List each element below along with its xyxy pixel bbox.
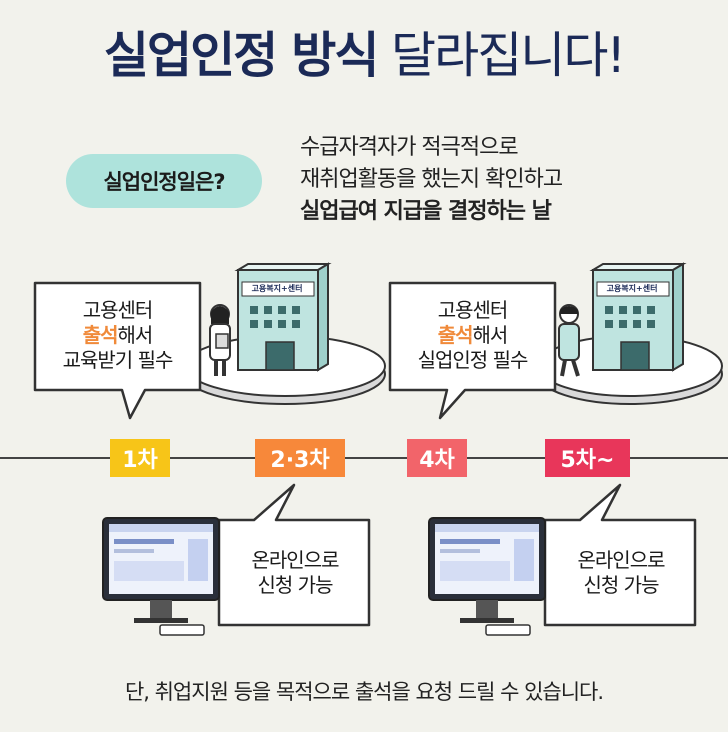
fourth-visit-rest: 해서 <box>472 323 509 347</box>
fourth-visit-line-3: 실업인정 필수 <box>417 348 529 372</box>
definition-line-3: 실업급여 지급을 결정하는 날 <box>300 199 552 224</box>
computer-monitor-left <box>102 517 220 636</box>
definition-line-1: 수급자격자가 적극적으로 <box>300 135 519 160</box>
online-a-line-2: 신청 가능 <box>257 573 334 597</box>
online-b-line-1: 온라인으로 <box>577 548 666 572</box>
online-b-line-2: 신청 가능 <box>583 573 660 597</box>
definition-text: 수급자격자가 적극적으로 재취업활동을 했는지 확인하고 실업급여 지급을 결정… <box>300 132 563 228</box>
online-text-b: 온라인으로 신청 가능 <box>546 548 696 598</box>
title-bold: 실업인정 방식 <box>103 27 380 84</box>
title-light: 달라집니다! <box>391 27 626 84</box>
first-visit-attend: 출석 <box>82 323 119 347</box>
center-sign-right: 고용복지+센터 <box>606 284 658 293</box>
stage-2-3: 2·3차 <box>255 439 345 477</box>
center-sign-left: 고용복지+센터 <box>251 284 303 293</box>
computer-monitor-right <box>428 517 546 636</box>
online-a-line-1: 온라인으로 <box>251 548 340 572</box>
first-visit-line-2: 출석해서 <box>35 323 200 348</box>
fourth-visit-text: 고용센터 출석해서 실업인정 필수 <box>390 298 555 373</box>
page-title: 실업인정 방식 달라집니다! <box>0 16 728 87</box>
question-pill: 실업인정일은? <box>66 154 262 208</box>
employment-center-scene-left <box>184 262 386 405</box>
stage-1: 1차 <box>110 439 170 477</box>
fourth-visit-line-1: 고용센터 <box>437 298 509 322</box>
footer-note: 단, 취업지원 등을 목적으로 출석을 요청 드릴 수 있습니다. <box>124 680 604 704</box>
speech-bubble-fourth <box>388 281 557 420</box>
stage-5-plus: 5차~ <box>545 439 630 477</box>
online-text-a: 온라인으로 신청 가능 <box>220 548 370 598</box>
timeline-line <box>0 457 728 459</box>
speech-bubble-online-a <box>217 483 371 627</box>
first-visit-line-3: 교육받기 필수 <box>62 348 174 372</box>
fourth-visit-line-2: 출석해서 <box>390 323 555 348</box>
employment-center-scene-right <box>537 262 723 405</box>
first-visit-text: 고용센터 출석해서 교육받기 필수 <box>35 298 200 373</box>
speech-bubble-first <box>33 281 202 420</box>
first-visit-line-1: 고용센터 <box>82 298 154 322</box>
first-visit-rest: 해서 <box>117 323 154 347</box>
fourth-visit-attend: 출석 <box>437 323 474 347</box>
stage-4: 4차 <box>407 439 467 477</box>
speech-bubble-online-b <box>543 483 697 627</box>
definition-line-2: 재취업활동을 했는지 확인하고 <box>300 167 563 192</box>
